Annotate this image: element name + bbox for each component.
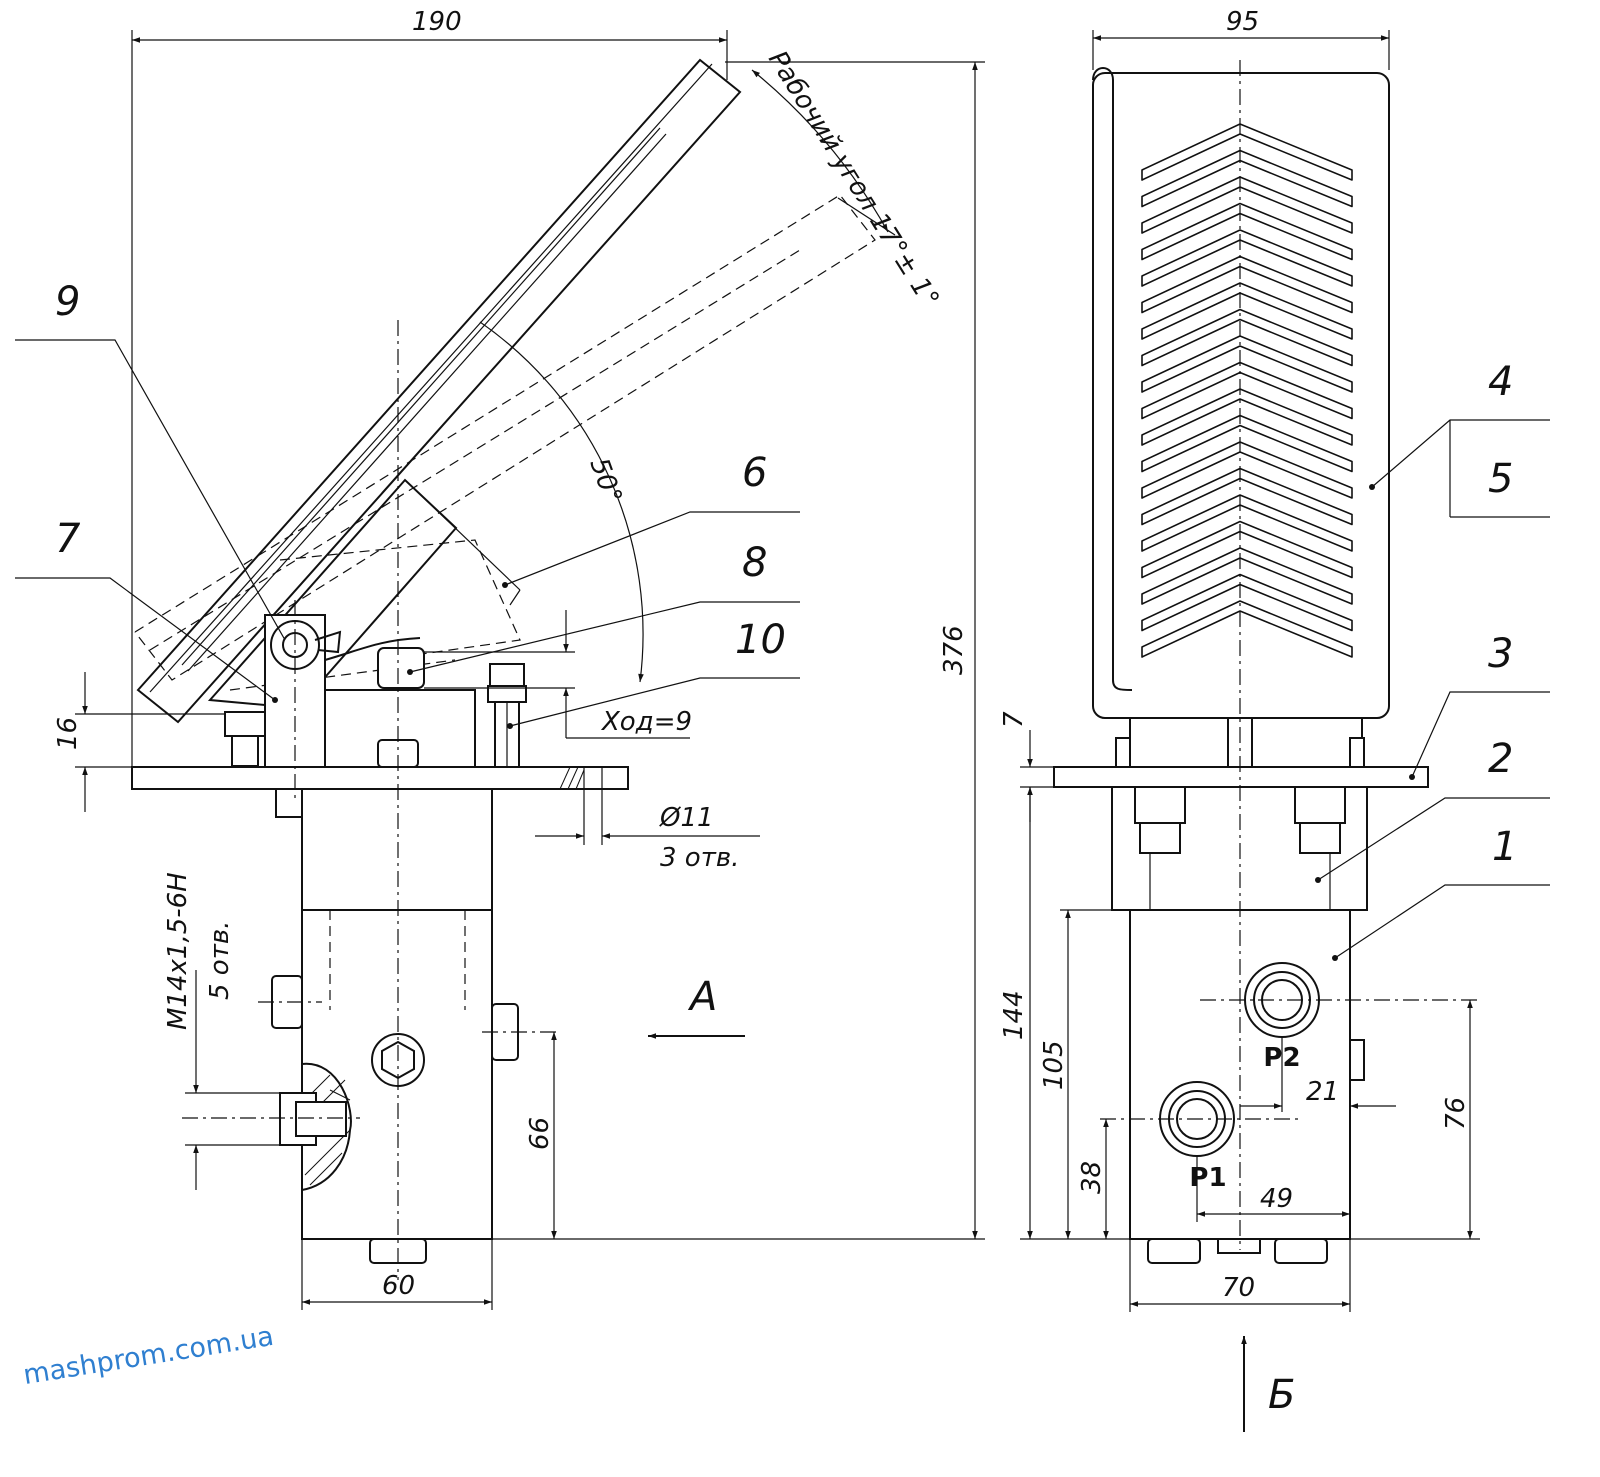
callout-8: 8 <box>407 540 800 675</box>
view-b-arrow: Б <box>1241 1336 1295 1432</box>
callout-2-label: 2 <box>1488 736 1513 782</box>
side-view: 190 376 Рабочий угол 17°± 1° 50° 16 <box>15 7 985 1310</box>
callout-8-label: 8 <box>742 540 767 586</box>
thread-label: М14х1,5-6Н <box>163 872 193 1030</box>
valve-body <box>271 788 519 1264</box>
dimension-376: 376 <box>492 61 985 1240</box>
dimension-21: 21 <box>1240 1037 1396 1112</box>
stroke-dimension: Ход=9 <box>424 610 692 739</box>
mounting-plate <box>1053 766 1429 788</box>
callout-10-label: 10 <box>735 617 786 663</box>
dimension-7: 7 <box>999 711 1054 822</box>
callout-10: 10 <box>507 617 800 729</box>
port-p1-label: P1 <box>1189 1163 1226 1193</box>
stroke-label: Ход=9 <box>600 707 692 737</box>
callout-3: 3 <box>1411 631 1550 778</box>
tread-chevron <box>1141 229 1353 287</box>
dim-95-label: 95 <box>1226 7 1259 37</box>
dimension-76: 76 <box>1350 1000 1480 1240</box>
dimension-16: 16 <box>53 672 225 812</box>
dim-38-label: 38 <box>1077 1161 1107 1194</box>
callout-4-label: 4 <box>1488 359 1513 405</box>
dimension-144: 144 <box>999 787 1130 1240</box>
callout-3-label: 3 <box>1488 631 1513 677</box>
callout-2: 2 <box>1315 736 1550 883</box>
dimension-190: 190 <box>131 7 728 767</box>
mounting-plate <box>131 766 629 790</box>
callout-5-label: 5 <box>1488 456 1513 502</box>
dim-60-label: 60 <box>382 1271 415 1301</box>
tread-chevron <box>1141 600 1353 658</box>
callout-9: 9 <box>15 279 286 641</box>
dim-105-label: 105 <box>1039 1040 1069 1090</box>
dim-21-label: 21 <box>1306 1077 1339 1107</box>
dimension-60: 60 <box>301 1239 493 1310</box>
dim-49-label: 49 <box>1260 1184 1293 1214</box>
front-view: P2 P1 95 7 <box>999 7 1550 1432</box>
callout-6: 6 <box>502 450 800 588</box>
tread-chevron <box>1141 308 1353 367</box>
dimension-49: 49 <box>1196 1156 1350 1222</box>
plunger-cap <box>377 647 425 689</box>
angle-50-dimension: 50° <box>479 321 644 683</box>
dim-7-label: 7 <box>999 711 1029 728</box>
pedal-treads <box>1141 123 1353 658</box>
tread-chevron <box>1141 202 1353 261</box>
hole-dia-label: Ø11 <box>659 803 714 833</box>
hole-count-label: 3 отв. <box>660 843 739 873</box>
dim-190-label: 190 <box>412 7 462 37</box>
dim-70-label: 70 <box>1222 1273 1255 1303</box>
view-a-label: А <box>687 974 717 1020</box>
callout-7: 7 <box>15 516 278 703</box>
callout-7-label: 7 <box>55 516 81 562</box>
pedal <box>136 58 742 724</box>
dim-16-label: 16 <box>53 717 83 750</box>
callout-6-label: 6 <box>742 450 767 496</box>
tread-chevron <box>1141 520 1353 579</box>
callout-9-label: 9 <box>55 279 80 325</box>
callout-1-label: 1 <box>1492 824 1517 870</box>
dimension-95: 95 <box>1092 7 1390 70</box>
callout-1: 1 <box>1332 824 1550 961</box>
dim-144-label: 144 <box>999 990 1029 1040</box>
dim-66-label: 66 <box>525 1117 555 1150</box>
stop-screw <box>487 663 527 768</box>
callout-4-5: 4 5 <box>1369 359 1550 518</box>
thread-dimension: М14х1,5-6Н 5 отв. <box>163 872 280 1190</box>
dim-376-label: 376 <box>939 625 969 675</box>
pedal-stop-bolt <box>224 711 266 767</box>
working-angle-dimension: Рабочий угол 17°± 1° <box>751 46 945 313</box>
angle-50-label: 50° <box>583 454 627 508</box>
view-a-arrow: А <box>648 974 745 1039</box>
hole-dimension: Ø11 3 отв. <box>535 789 760 873</box>
dimension-105: 105 <box>1039 909 1130 1239</box>
dim-76-label: 76 <box>1441 1097 1471 1130</box>
view-b-label: Б <box>1268 1372 1295 1418</box>
dimension-70: 70 <box>1129 1239 1351 1312</box>
pedal-face <box>1092 67 1390 719</box>
dimension-38: 38 <box>1077 1119 1109 1239</box>
thread-count-label: 5 отв. <box>205 921 235 1000</box>
tread-chevron <box>1141 282 1353 340</box>
working-angle-label: Рабочий угол 17°± 1° <box>762 46 945 313</box>
dimension-66: 66 <box>525 1032 557 1239</box>
